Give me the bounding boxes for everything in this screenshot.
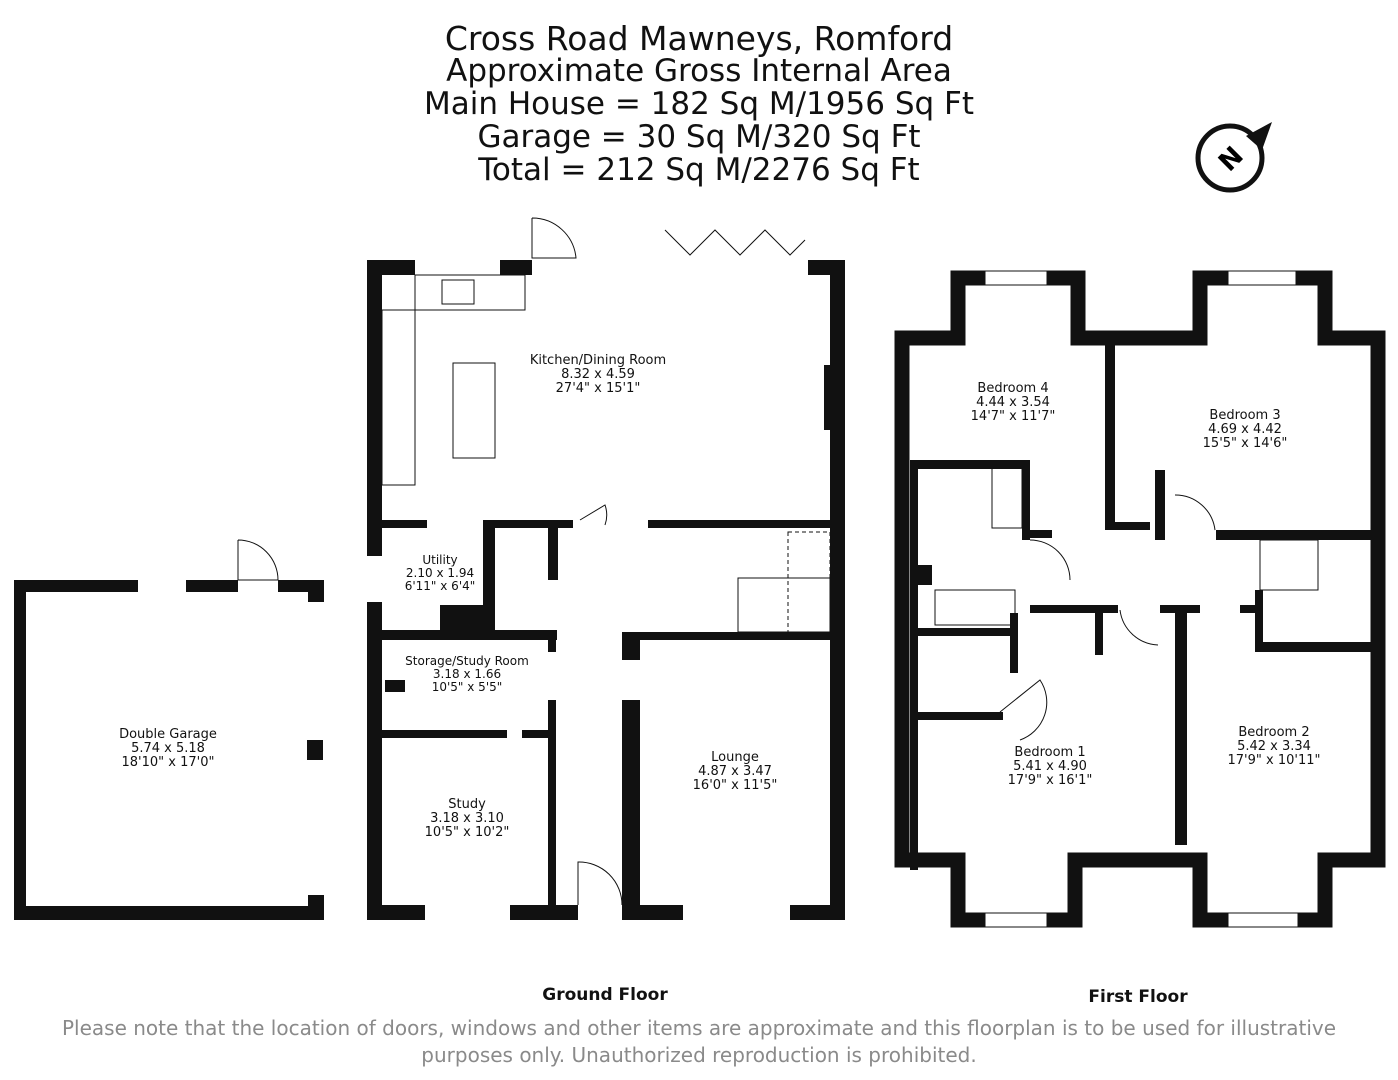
- plan-title-block: Cross Road Mawneys, Romford Approximate …: [0, 22, 1398, 187]
- room-label-bedroom-2: Bedroom 2 5.42 x 3.34 17'9" x 10'11": [1228, 726, 1321, 768]
- room-label-lounge: Lounge 4.87 x 3.47 16'0" x 11'5": [693, 751, 778, 793]
- room-imperial: 18'10" x 17'0": [121, 755, 215, 770]
- room-imperial: 17'9" x 16'1": [1007, 773, 1093, 788]
- room-label-double-garage: Double Garage 5.74 x 5.18 18'10" x 17'0": [119, 728, 217, 770]
- room-name: Bedroom 3: [1209, 408, 1281, 423]
- room-metric: 5.41 x 4.90: [1013, 759, 1087, 774]
- svg-text:N: N: [1213, 141, 1250, 178]
- room-name: Double Garage: [119, 727, 217, 742]
- disclaimer-line: Please note that the location of doors, …: [61, 1016, 1337, 1040]
- room-name: Bedroom 2: [1238, 725, 1310, 740]
- room-label-kitchen-dining: Kitchen/Dining Room 8.32 x 4.59 27'4" x …: [530, 354, 666, 396]
- main-house-area: Main House = 182 Sq M/1956 Sq Ft: [423, 86, 975, 122]
- room-label-bedroom-4: Bedroom 4 4.44 x 3.54 14'7" x 11'7": [971, 382, 1056, 424]
- room-imperial: 27'4" x 15'1": [555, 381, 641, 396]
- room-label-utility: Utility 2.10 x 1.94 6'11" x 6'4": [405, 554, 476, 593]
- room-label-study: Study 3.18 x 3.10 10'5" x 10'2": [425, 798, 510, 840]
- room-metric: 4.44 x 3.54: [976, 395, 1050, 410]
- room-metric: 5.74 x 5.18: [131, 741, 205, 756]
- disclaimer-line: purposes only. Unauthorized reproduction…: [421, 1043, 977, 1067]
- room-name: Utility: [422, 553, 458, 567]
- room-imperial: 10'5" x 10'2": [424, 825, 510, 840]
- disclaimer: Please note that the location of doors, …: [0, 1015, 1398, 1069]
- room-metric: 5.42 x 3.34: [1237, 739, 1311, 754]
- total-area: Total = 212 Sq M/2276 Sq Ft: [478, 152, 920, 188]
- room-label-storage-study: Storage/Study Room 3.18 x 1.66 10'5" x 5…: [405, 655, 529, 694]
- room-metric: 2.10 x 1.94: [405, 566, 475, 580]
- area-heading: Approximate Gross Internal Area: [446, 53, 952, 89]
- room-imperial: 6'11" x 6'4": [404, 579, 476, 593]
- room-metric: 3.18 x 3.10: [430, 811, 504, 826]
- room-name: Kitchen/Dining Room: [529, 353, 667, 368]
- room-imperial: 14'7" x 11'7": [970, 409, 1056, 424]
- room-metric: 8.32 x 4.59: [561, 367, 635, 382]
- walls: [14, 260, 1386, 928]
- room-name: Lounge: [711, 750, 759, 765]
- room-imperial: 17'9" x 10'11": [1227, 753, 1321, 768]
- ground-floor-label: Ground Floor: [542, 985, 668, 1005]
- room-imperial: 10'5" x 5'5": [431, 680, 503, 694]
- property-address: Cross Road Mawneys, Romford: [444, 19, 954, 58]
- garage-area: Garage = 30 Sq M/320 Sq Ft: [477, 119, 921, 155]
- door-swings: [237, 217, 1216, 906]
- first-floor-label: First Floor: [1088, 987, 1188, 1007]
- compass-icon: N: [1195, 122, 1272, 193]
- room-metric: 3.18 x 1.66: [432, 667, 502, 681]
- room-metric: 4.87 x 3.47: [698, 764, 772, 779]
- room-name: Bedroom 1: [1014, 745, 1086, 760]
- room-name: Bedroom 4: [977, 381, 1049, 396]
- room-imperial: 15'5" x 14'6": [1202, 436, 1288, 451]
- room-name: Storage/Study Room: [405, 654, 529, 668]
- room-name: Study: [448, 797, 486, 812]
- room-label-bedroom-3: Bedroom 3 4.69 x 4.42 15'5" x 14'6": [1203, 409, 1288, 451]
- room-imperial: 16'0" x 11'5": [692, 778, 778, 793]
- room-metric: 4.69 x 4.42: [1208, 422, 1282, 437]
- room-label-bedroom-1: Bedroom 1 5.41 x 4.90 17'9" x 16'1": [1008, 746, 1093, 788]
